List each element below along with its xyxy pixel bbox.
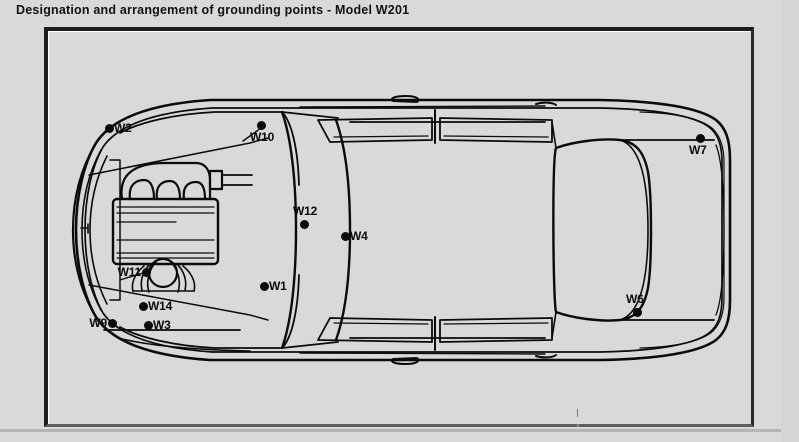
fan-blade-4 (176, 263, 187, 291)
grounding-point-label: W2 (114, 121, 132, 135)
grounding-point-dot-icon (340, 231, 350, 241)
front-bumper-inner (89, 155, 108, 305)
intake-duct (221, 174, 253, 186)
grounding-point-dot-icon (299, 219, 309, 229)
window-front-left (317, 117, 433, 143)
throttle-body (208, 169, 224, 191)
fan-blade-3 (170, 261, 181, 293)
window-rear-left-inner (443, 135, 549, 138)
mirror-left (390, 95, 420, 103)
window-front-right-inner (333, 322, 429, 325)
mirror-right (390, 357, 420, 365)
fan-blade-1 (140, 263, 151, 291)
grounding-point-dot-icon (104, 123, 114, 133)
windshield-right-edge (334, 118, 352, 342)
grounding-point-label: W12 (293, 204, 318, 218)
page-title: Designation and arrangement of grounding… (16, 3, 410, 17)
front-valance (117, 337, 251, 352)
grounding-point-label: W4 (350, 229, 368, 243)
intake-runner-1 (128, 178, 156, 201)
scan-artifact (577, 409, 578, 417)
grounding-point-label: W3 (153, 318, 171, 332)
grounding-point-dot-icon (141, 267, 151, 277)
windshield-left-edge (280, 110, 298, 350)
inner-wing-seam-lower (88, 284, 269, 321)
fan-blade-6 (182, 265, 196, 292)
grounding-point-label: W11 (117, 265, 142, 279)
grounding-point-label: W6 (626, 292, 644, 306)
grounding-point-label: W1 (269, 279, 287, 293)
intake-manifold-arc (120, 161, 198, 201)
grounding-point-dot-icon (143, 320, 153, 330)
grounding-point-dot-icon (695, 133, 705, 143)
rocker-left (299, 105, 546, 108)
grounding-point-label: W10 (250, 130, 275, 144)
page-edge-right (781, 0, 799, 442)
engine-block (111, 197, 220, 266)
intake-runner-2 (155, 179, 182, 201)
window-front-left-inner (333, 135, 429, 138)
grounding-point-label: W7 (689, 143, 707, 157)
engine-block-ribs (116, 206, 215, 259)
fan-blade-2 (146, 261, 157, 293)
front-grille-panel (109, 159, 121, 301)
intake-runner-3 (182, 180, 207, 201)
hood-panel-lower (119, 274, 300, 349)
window-rear-left (439, 117, 553, 143)
grounding-point-dot-icon (138, 301, 148, 311)
grounding-point-dot-icon (259, 281, 269, 291)
rear-window-seam (619, 139, 649, 321)
grounding-point-label: W14 (148, 299, 173, 313)
c-pillar-seam-left (551, 121, 557, 149)
body-outline-rear-third (639, 111, 725, 349)
page-edge-bottom (0, 429, 799, 432)
body-outline-outer (74, 98, 732, 362)
door-handle-right (535, 354, 557, 359)
scan-artifact-secondary (577, 424, 579, 427)
rocker-right (299, 352, 546, 355)
grounding-point-dot-icon (632, 307, 642, 317)
body-outline-inner (84, 107, 723, 353)
front-bumper-outer (71, 141, 98, 319)
hood-emblem-icon (80, 223, 89, 234)
window-rear-right (439, 317, 553, 343)
rear-deck-seam (715, 144, 725, 316)
cowl-bottom-seam (281, 341, 339, 349)
fan-blade-5 (131, 265, 145, 292)
c-pillar-seam-right (551, 311, 557, 339)
window-rear-right-inner (443, 322, 549, 325)
hood-panel (119, 111, 300, 186)
roof-panel (349, 121, 546, 339)
grounding-point-label: W9 (89, 316, 107, 330)
inner-wing-seam-upper (88, 137, 269, 176)
window-front-right (317, 317, 433, 343)
leader-line-w10 (242, 127, 262, 142)
grounding-point-dot-icon (107, 318, 117, 328)
intake-plenum-neck (194, 161, 212, 201)
front-bumper-mid (81, 149, 102, 311)
grounding-point-dot-icon (256, 120, 266, 130)
cowl-top-seam (281, 111, 339, 119)
door-handle-left (535, 101, 557, 106)
